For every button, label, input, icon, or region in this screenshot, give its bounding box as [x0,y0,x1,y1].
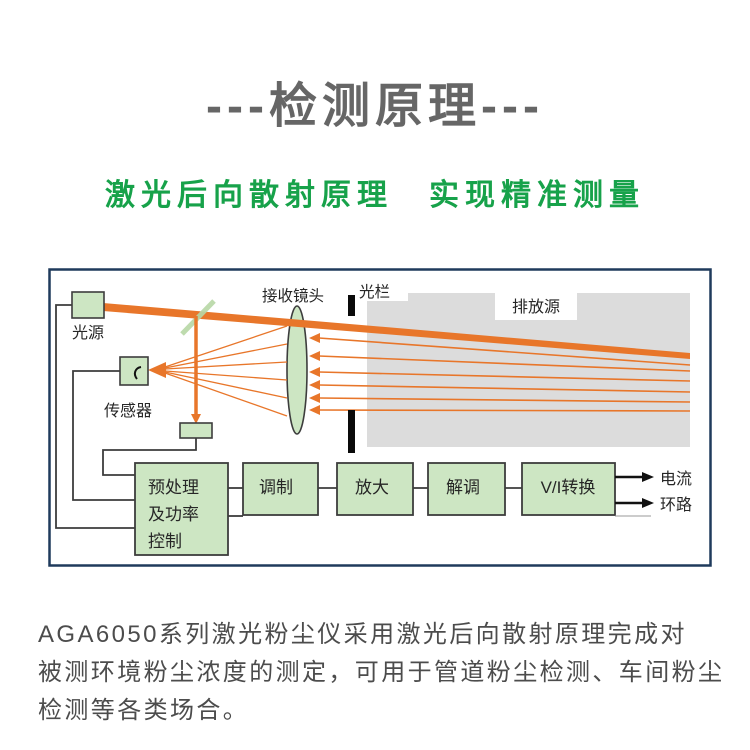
page-title: ---检测原理--- [206,80,544,133]
wires [55,304,522,529]
page-subtitle: 激光后向散射原理 实现精准测量 [105,179,645,212]
output-label-line1: 电流 [660,470,692,488]
flow-boxes [134,462,616,556]
emission-source-label: 排放源 [512,298,560,316]
description-line: AGA6050系列激光粉尘仪采用激光后向散射原理完成对 [38,621,687,648]
sensor-arrowhead [148,362,166,378]
principle-diagram: 光源 传感器 接收镜头 光栏 排放源 预处理 及功率 控制 调制 放大 解调 V… [48,268,712,567]
light-barrier-label: 光栏 [359,283,390,301]
description-line: 检测等各类场合。 [38,697,250,724]
amplification-box [336,462,414,516]
sensor-label: 传感器 [104,402,152,420]
backscatter-rays [318,337,691,412]
modulation-box [242,462,319,516]
vi-conversion-label: V/I转换 [541,478,596,497]
preprocess-box [134,462,229,556]
demodulation-box [427,462,506,516]
light-barrier-bars [348,295,355,453]
preprocess-label-line1: 预处理 [148,478,199,497]
light-source-box [71,291,105,319]
monitor-beam-arrowhead [191,414,201,424]
sensor-box [119,356,149,386]
receiving-lens-label: 接收镜头 [262,286,324,305]
description-paragraph: AGA6050系列激光粉尘仪采用激光后向散射原理完成对 被测环境粉尘浓度的测定，… [38,616,728,730]
vi-conversion-box [521,462,616,516]
focused-rays [164,325,288,417]
barrier-label-patch [356,281,408,301]
preprocess-label-line2: 及功率 [148,505,199,524]
demodulation-label: 解调 [446,478,480,497]
output-arrowheads [642,472,654,508]
description-line: 被测环境粉尘浓度的测定，可用于管道粉尘检测、车间粉尘 [38,659,725,686]
monitor-detector-box [179,422,213,439]
laser-beam [103,303,690,359]
emission-label-patch [495,288,577,320]
amplification-label: 放大 [355,478,389,497]
principle-diagram-svg: 光源 传感器 接收镜头 光栏 排放源 预处理 及功率 控制 调制 放大 解调 V… [48,268,712,567]
output-label-line2: 环路 [660,496,692,514]
light-source-label: 光源 [72,324,104,342]
preprocess-label-line3: 控制 [148,532,182,551]
sensor-element [133,366,142,380]
backscatter-arrowheads [309,333,320,415]
receiving-lens-shape [286,305,308,435]
modulation-label: 调制 [259,478,293,497]
beam-splitter [180,299,216,336]
output-lines [615,475,643,505]
